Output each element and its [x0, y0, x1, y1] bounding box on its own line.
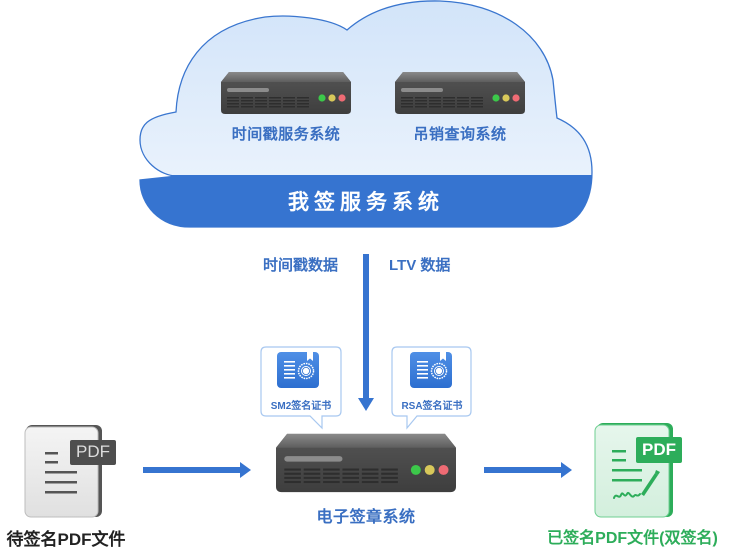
sm2-certificate-icon — [277, 352, 319, 388]
cloud-title: 我签服务系统 — [288, 191, 444, 214]
down-arrow — [358, 254, 374, 411]
input-arrow — [143, 462, 251, 478]
timestamp-data-label: 时间戳数据 — [263, 257, 339, 274]
rsa-cert-label: RSA签名证书 — [401, 401, 463, 412]
output-arrow — [484, 462, 572, 478]
cloud-container — [139, 0, 593, 228]
rsa-certificate-icon — [410, 352, 452, 388]
unsigned-pdf-label: 待签名PDF文件 — [6, 530, 126, 549]
signed-pdf-icon — [594, 423, 682, 518]
cloud-title-band — [140, 175, 592, 227]
sm2-cert-label: SM2签名证书 — [270, 401, 332, 412]
timestamp-server-icon — [221, 72, 351, 114]
revocation-server-label: 吊销查询系统 — [413, 126, 507, 143]
unsigned-pdf-icon — [24, 425, 116, 518]
unsigned-pdf-badge: PDF — [76, 442, 110, 461]
esign-server-icon — [276, 433, 456, 493]
timestamp-server-label: 时间戳服务系统 — [231, 126, 341, 143]
signed-pdf-label: 已签名PDF文件(双签名) — [547, 530, 718, 547]
ltv-data-label: LTV 数据 — [389, 257, 451, 274]
revocation-server-icon — [395, 72, 525, 114]
signed-pdf-badge: PDF — [642, 440, 676, 459]
esign-system-label: 电子签章系统 — [316, 509, 416, 526]
